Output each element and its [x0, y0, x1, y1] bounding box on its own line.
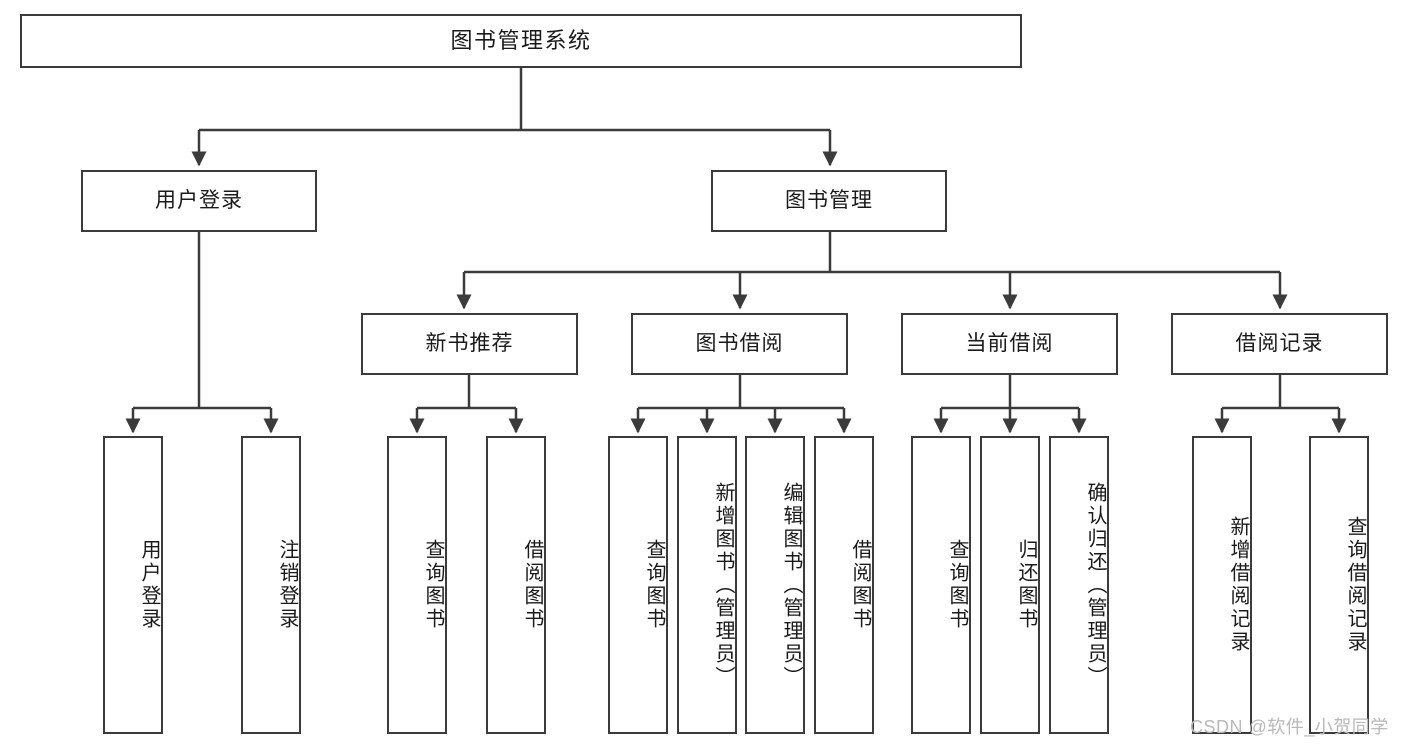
node-label: 编辑图书（管理员）	[780, 481, 802, 689]
leaf-borrow-add-book-admin[interactable]: 新增图书（管理员）	[677, 436, 737, 734]
watermark: CSDN @软件_小贺同学	[1190, 717, 1389, 737]
node-label: 当前借阅	[965, 331, 1054, 355]
node-root-book-management-system[interactable]: 图书管理系统	[20, 14, 1022, 68]
node-label: 确认归还（管理员）	[1084, 481, 1106, 689]
leaf-record-query-borrow-record[interactable]: 查询借阅记录	[1309, 436, 1369, 734]
leaf-user-login[interactable]: 用户登录	[103, 436, 163, 734]
leaf-borrow-query-book[interactable]: 查询图书	[608, 436, 668, 734]
node-label: 注销登录	[276, 539, 298, 631]
node-label: 图书管理系统	[450, 27, 592, 53]
node-borrow-records[interactable]: 借阅记录	[1171, 313, 1388, 375]
node-label: 图书借阅	[695, 331, 784, 355]
node-label: 新增图书（管理员）	[712, 481, 734, 689]
leaf-current-confirm-return-admin[interactable]: 确认归还（管理员）	[1049, 436, 1109, 734]
node-label: 用户登录	[138, 539, 160, 631]
node-label: 图书管理	[785, 188, 873, 212]
node-current-borrowing[interactable]: 当前借阅	[901, 313, 1118, 375]
node-label: 查询图书	[946, 539, 968, 631]
node-book-management[interactable]: 图书管理	[711, 170, 947, 232]
leaf-borrow-borrow-book[interactable]: 借阅图书	[814, 436, 874, 734]
node-label: 新书推荐	[425, 331, 514, 355]
node-user-login[interactable]: 用户登录	[81, 170, 317, 232]
node-label: 查询图书	[643, 539, 665, 631]
node-new-book-recommendation[interactable]: 新书推荐	[361, 313, 578, 375]
node-label: 查询借阅记录	[1344, 516, 1366, 654]
node-label: 借阅记录	[1235, 331, 1324, 355]
leaf-current-query-book[interactable]: 查询图书	[911, 436, 971, 734]
leaf-new-book-borrow-book[interactable]: 借阅图书	[486, 436, 546, 734]
node-label: 用户登录	[155, 188, 243, 212]
node-label: 借阅图书	[849, 539, 871, 631]
leaf-record-add-borrow-record[interactable]: 新增借阅记录	[1192, 436, 1252, 734]
leaf-borrow-edit-book-admin[interactable]: 编辑图书（管理员）	[745, 436, 805, 734]
node-label: 归还图书	[1015, 539, 1037, 631]
leaf-current-return-book[interactable]: 归还图书	[980, 436, 1040, 734]
node-label: 借阅图书	[521, 539, 543, 631]
leaf-new-book-query-book[interactable]: 查询图书	[387, 436, 447, 734]
node-label: 查询图书	[422, 539, 444, 631]
node-label: 新增借阅记录	[1227, 516, 1249, 654]
leaf-logout[interactable]: 注销登录	[241, 436, 301, 734]
node-book-borrowing[interactable]: 图书借阅	[631, 313, 848, 375]
